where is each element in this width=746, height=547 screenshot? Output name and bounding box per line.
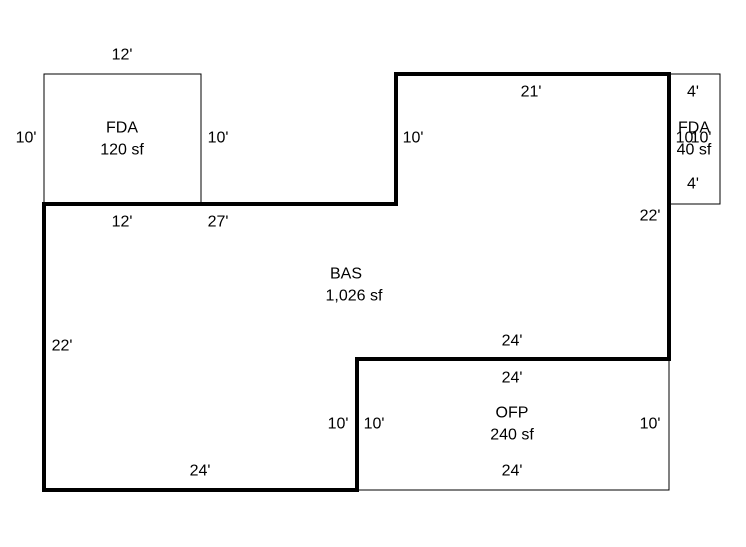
dim-bas-bottom: 24' <box>190 463 211 480</box>
dim-bas-step-riser: 10' <box>403 130 424 147</box>
dim-fda-left-left: 10' <box>16 130 37 147</box>
dim-bas-step-top: 27' <box>208 214 229 231</box>
fda-left-area: 120 sf <box>100 142 144 159</box>
bas-area: 1,026 sf <box>326 288 383 305</box>
bas-outline <box>42 72 671 492</box>
fda-right-code: FDA <box>678 120 710 137</box>
fda-left-code: FDA <box>106 120 138 137</box>
dim-fda-right-top: 4' <box>687 84 699 101</box>
dim-bas-top: 21' <box>521 84 542 101</box>
fda-left-outline <box>43 73 202 206</box>
dim-bas-right: 22' <box>640 208 661 225</box>
dim-bas-notch-side: 10' <box>328 416 349 433</box>
ofp-code: OFP <box>496 405 529 422</box>
dim-fda-right-bottom: 4' <box>687 176 699 193</box>
dim-ofp-right: 10' <box>640 416 661 433</box>
dim-fda-right-side-b: 10' <box>691 130 712 147</box>
dim-bas-notch-top: 24' <box>502 333 523 350</box>
dim-bas-left: 22' <box>52 338 73 355</box>
dim-ofp-left: 10' <box>364 416 385 433</box>
bas-code: BAS <box>330 266 362 283</box>
dim-ofp-top: 24' <box>502 370 523 387</box>
dim-fda-left-bottom: 12' <box>112 214 133 231</box>
dim-fda-left-right: 10' <box>208 130 229 147</box>
fda-right-area: 40 sf <box>677 142 712 159</box>
dim-fda-right-side-a: 10' <box>676 130 697 147</box>
dim-fda-left-top: 12' <box>112 47 133 64</box>
ofp-area: 240 sf <box>490 427 534 444</box>
dim-ofp-bottom: 24' <box>502 463 523 480</box>
